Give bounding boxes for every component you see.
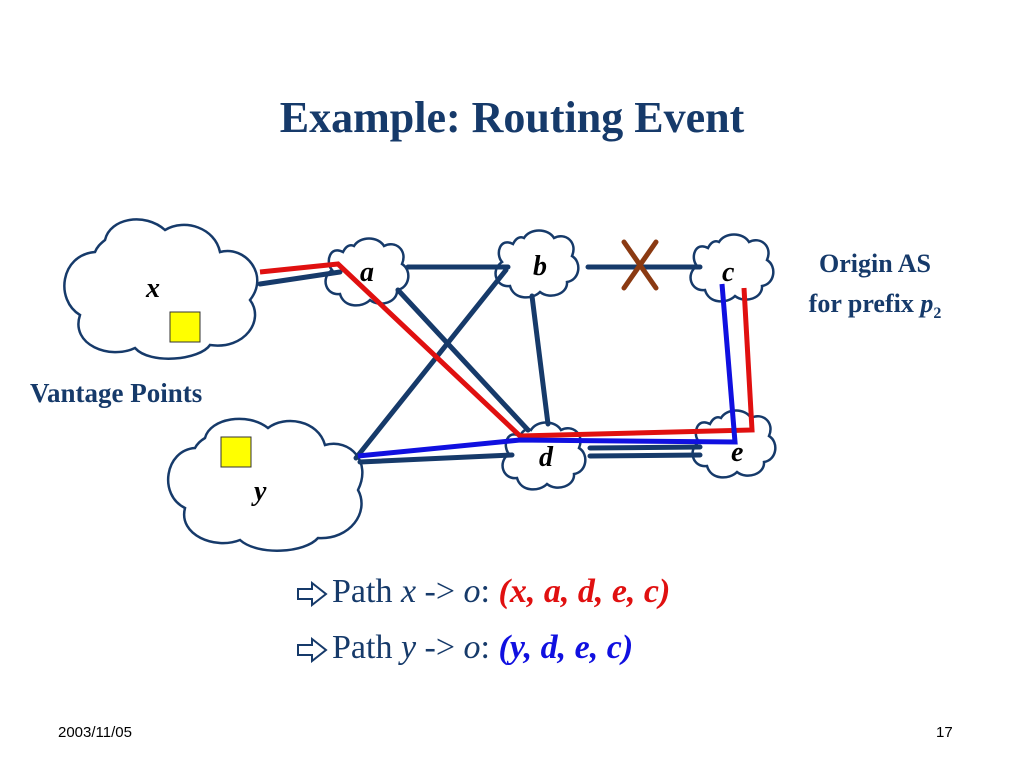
- link-d-e-2: [587, 452, 703, 459]
- node-y-label: y: [251, 476, 267, 507]
- path-y-item: Path y -> o: (y, d, e, c): [296, 620, 670, 676]
- path-word: Path: [332, 629, 393, 666]
- link-y-d: [357, 452, 515, 465]
- slide-title: Example: Routing Event: [279, 93, 745, 142]
- footer-page-number: 17: [936, 724, 953, 741]
- path-colon: :: [480, 629, 490, 666]
- path-arrow: ->: [424, 629, 456, 666]
- path-dest: o: [463, 629, 481, 666]
- link-y-b: [353, 267, 509, 461]
- path-route: (x, a, d, e, c): [498, 573, 671, 610]
- path-arrow: ->: [424, 573, 456, 610]
- path-x-item: Path x -> o: (x, a, d, e, c): [296, 564, 670, 620]
- link-failure-icon: [621, 239, 659, 291]
- cloud-y: [166, 417, 364, 552]
- path-dest: o: [463, 573, 481, 610]
- footer-date: 2003/11/05: [58, 724, 132, 741]
- node-e-label: e: [731, 437, 743, 468]
- path-colon: :: [480, 573, 490, 610]
- node-a-label: a: [360, 257, 374, 288]
- cloud-b: [494, 229, 580, 299]
- path-route: (y, d, e, c): [498, 629, 634, 666]
- vantage-point-x-icon: [169, 311, 201, 343]
- path-word: Path: [332, 573, 393, 610]
- path-source: x: [400, 573, 417, 610]
- path-source: y: [400, 629, 417, 666]
- vantage-points-label: Vantage Points: [30, 378, 203, 408]
- vantage-point-y-icon: [220, 436, 252, 468]
- origin-as-label: Origin AS for prefix p2: [770, 244, 980, 334]
- path-list: Path x -> o: (x, a, d, e, c) Path y -> o…: [296, 564, 670, 676]
- prefix-text: for prefix: [808, 289, 921, 318]
- link-b-d: [529, 293, 551, 427]
- network-diagram: x y a b c d e: [63, 218, 777, 552]
- node-c-label: c: [722, 257, 735, 288]
- prefix-variable: p: [920, 289, 934, 318]
- node-d-label: d: [539, 442, 554, 473]
- link-a-d: [395, 287, 531, 433]
- hollow-arrow-icon: [297, 581, 328, 608]
- origin-as-line2: for prefix p2: [770, 284, 980, 334]
- node-x-label: x: [145, 273, 160, 304]
- origin-as-line1: Origin AS: [819, 249, 931, 278]
- link-d-e-1: [587, 444, 703, 451]
- path-y-line: [357, 283, 738, 459]
- cloud-c: [689, 233, 775, 303]
- prefix-subscript: 2: [933, 305, 942, 323]
- hollow-arrow-icon: [297, 637, 328, 664]
- path-x-line: [259, 261, 755, 439]
- link-x-a: [257, 269, 343, 287]
- cloud-x: [63, 218, 259, 360]
- node-b-label: b: [533, 251, 547, 282]
